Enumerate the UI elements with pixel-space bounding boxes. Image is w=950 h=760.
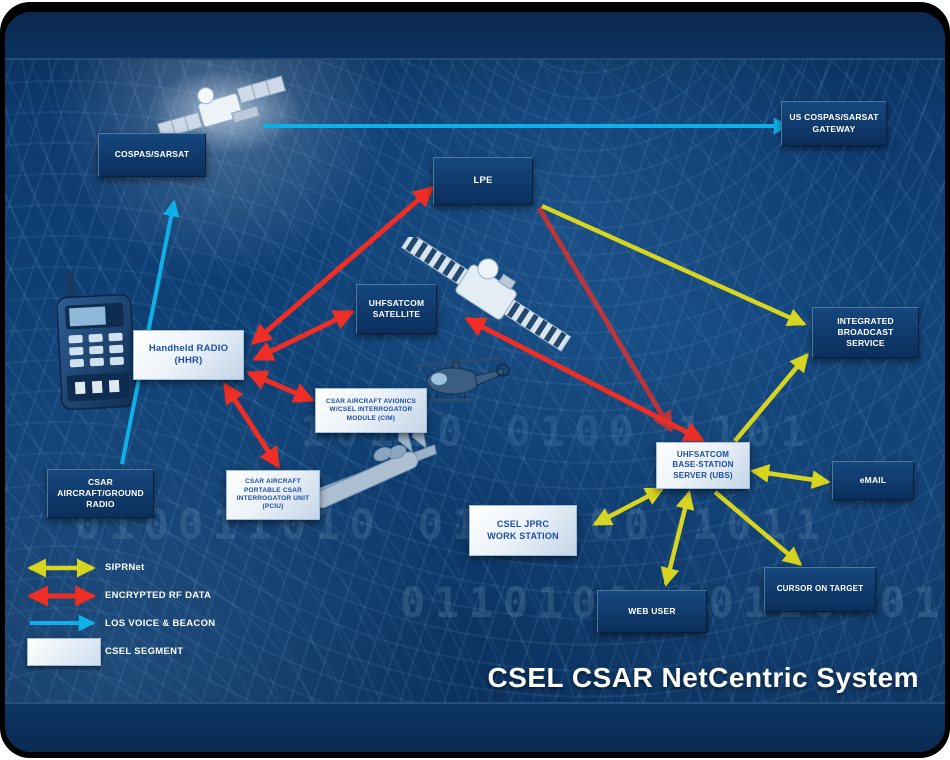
node-handheld-radio: Handheld RADIO (HHR) [133,330,244,380]
node-csar-aircraft-ground-radio: CSAR AIRCRAFT/GROUND RADIO [47,469,154,518]
diagram-background: 10110 0100 1101 010011010 0110100 1011 0… [5,12,945,752]
arrow-ubs-jprc [592,487,665,526]
node-cursor-on-target: CURSOR ON TARGET [764,567,876,612]
legend-label-siprnet: SIPRNet [105,562,145,573]
bottom-band [5,702,945,752]
arrow-lpe-ubs [536,206,674,433]
arrow-hhr-uhfsat [252,309,355,362]
node-lpe: LPE [433,157,533,205]
node-csel-jprc-work-station: CSEL JPRC WORK STATION [469,505,577,556]
legend-label-csel-segment: CSEL SEGMENT [105,646,184,657]
arrow-hhr-cim [246,370,315,403]
arrow-ubs-email [750,463,831,490]
diagram-title: CSEL CSAR NetCentric System [487,662,919,693]
legend-label-los-voice: LOS VOICE & BEACON [105,618,216,629]
node-uhfsatcom-satellite: UHFSATCOM SATELLITE [356,284,437,334]
node-cospas-sarsat: COSPAS/SARSAT [98,133,206,177]
arrow-ubs-ibs [733,352,809,443]
node-csar-aircraft-avionics-cim: CSAR AIRCRAFT AVIONICS W/CSEL INTERROGAT… [315,388,427,433]
node-us-cospas-sarsat-gateway: US COSPAS/SARSAT GATEWAY [781,101,887,146]
legend-label-encrypted-rf: ENCRYPTED RF DATA [105,590,212,601]
connection-arrows [26,117,831,632]
node-email: eMAIL [832,461,914,500]
legend-csel-segment-swatch [27,638,101,666]
arrow-lpe-ibs [541,203,807,327]
binary-texture: 010011010 0110100 1011 [75,500,830,549]
node-web-user: WEB USER [597,590,707,633]
node-integrated-broadcast-service: INTEGRATED BROADCAST SERVICE [812,307,919,358]
top-band [5,12,945,60]
node-uhfsatcom-base-station-server: UHFSATCOM BASE-STATION SERVER (UBS) [656,442,750,489]
node-portable-csar-interrogator-pciu: CSAR AIRCRAFT PORTABLE CSAR INTERROGATOR… [226,470,320,520]
arrow-ubs-web [660,490,695,587]
arrow-ubs-cot [713,490,803,566]
arrow-hhr-pciu [222,382,281,469]
